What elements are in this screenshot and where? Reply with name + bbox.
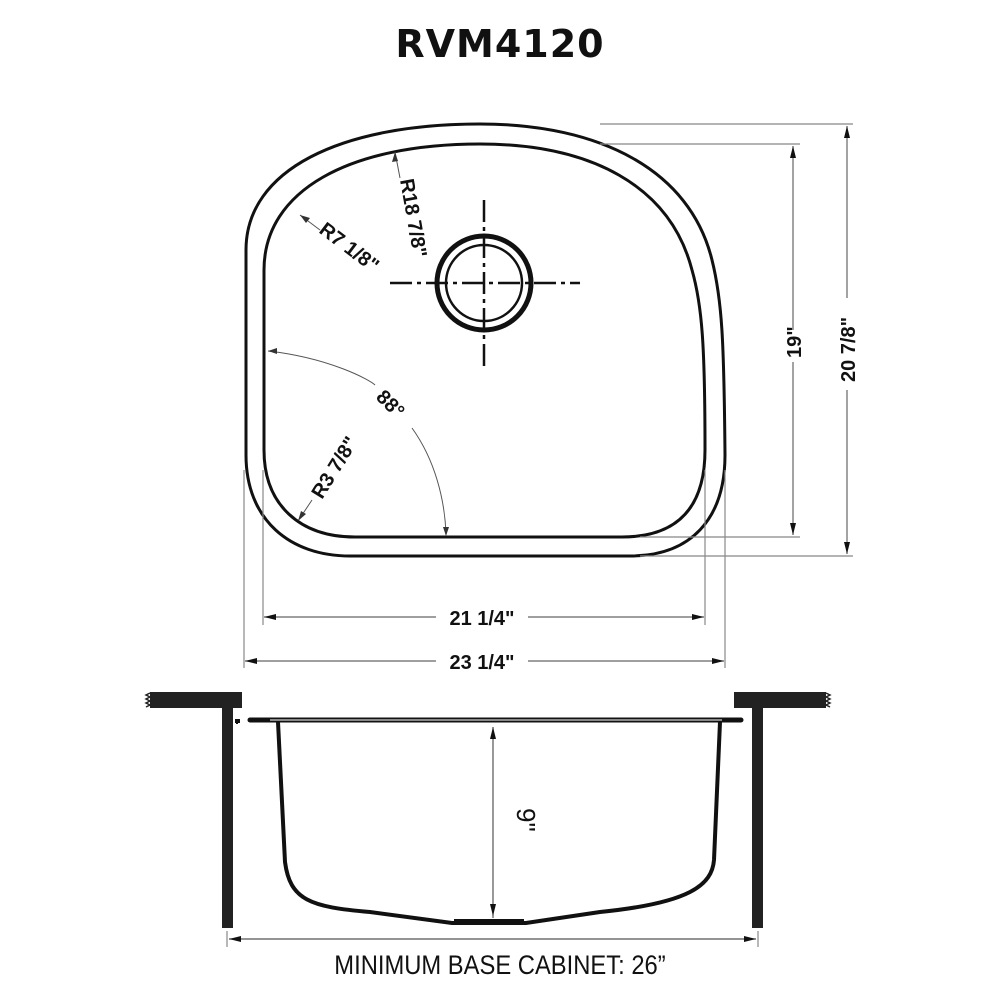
inner-depth-label: 19" — [784, 326, 806, 358]
countertop-left — [150, 692, 242, 708]
cabinet-wall-left — [222, 708, 233, 928]
side-view: 9" — [144, 692, 832, 947]
outer-width-label: 23 1/4" — [449, 652, 514, 674]
bowl-profile — [235, 719, 722, 925]
bowl-depth-label: 9" — [511, 808, 541, 832]
top-view: R18 7/8" R7 1/8" 88° R3 7/8" 19" 20 7/8"… — [243, 122, 860, 674]
sink-outer-rim — [244, 122, 727, 558]
drain-icon — [390, 200, 580, 370]
cabinet-wall-right — [752, 708, 763, 928]
sink-inner-basin — [262, 142, 707, 539]
radius-label-bottom: R3 7/8" — [308, 433, 363, 503]
radius-label-left: R7 1/8" — [315, 218, 383, 277]
minimum-cabinet-label: MINIMUM BASE CABINET: 26” — [334, 950, 666, 980]
countertop-right — [734, 692, 826, 708]
inner-width-label: 21 1/4" — [449, 608, 514, 630]
radius-label-top: R18 7/8" — [395, 177, 430, 259]
outer-depth-label: 20 7/8" — [838, 317, 860, 382]
model-title: RVM4120 — [395, 22, 605, 66]
angle-label: 88° — [371, 386, 408, 423]
